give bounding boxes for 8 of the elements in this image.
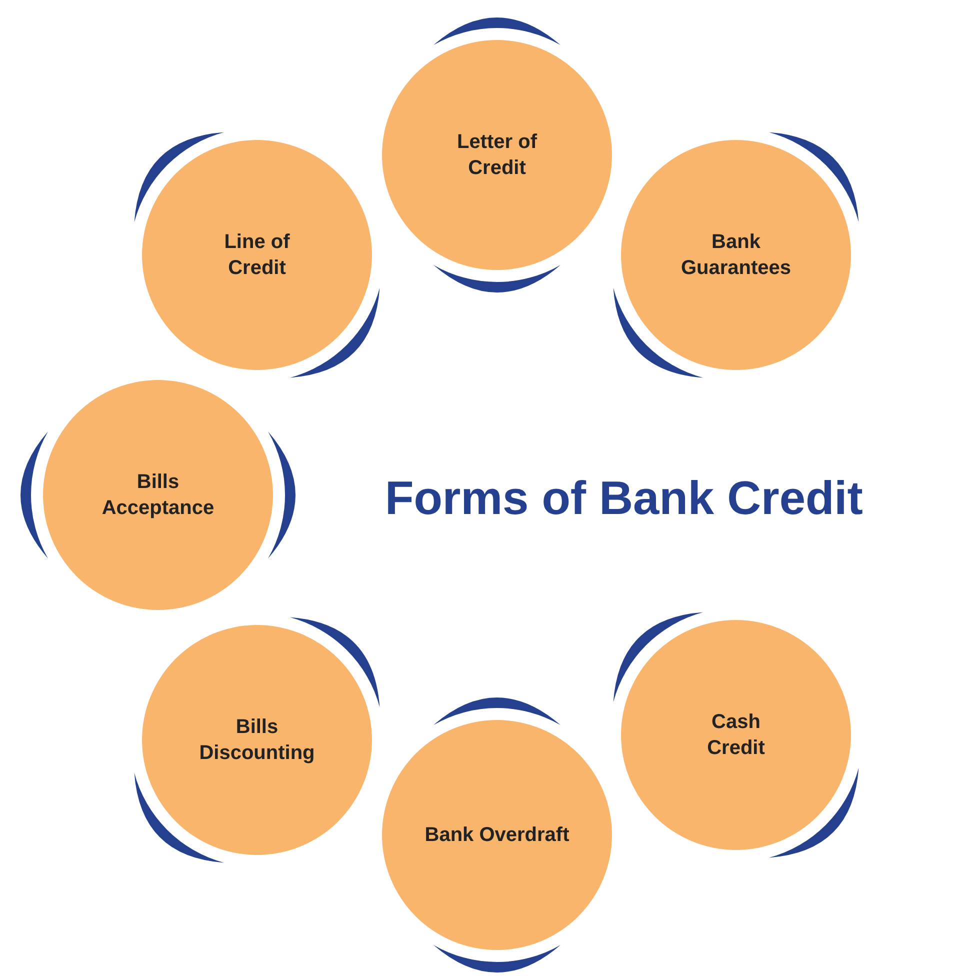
diagram-title: Forms of Bank Credit: [385, 470, 863, 525]
node-label: Bills Discounting: [198, 715, 316, 766]
node-label: Line of Credit: [223, 230, 291, 281]
node-label: Cash Credit: [706, 710, 766, 761]
node-label: Letter of Credit: [456, 130, 538, 181]
node-label: Bills Acceptance: [100, 470, 216, 521]
node-label: Bank Guarantees: [680, 230, 792, 281]
node-label: Bank Overdraft: [424, 823, 570, 848]
